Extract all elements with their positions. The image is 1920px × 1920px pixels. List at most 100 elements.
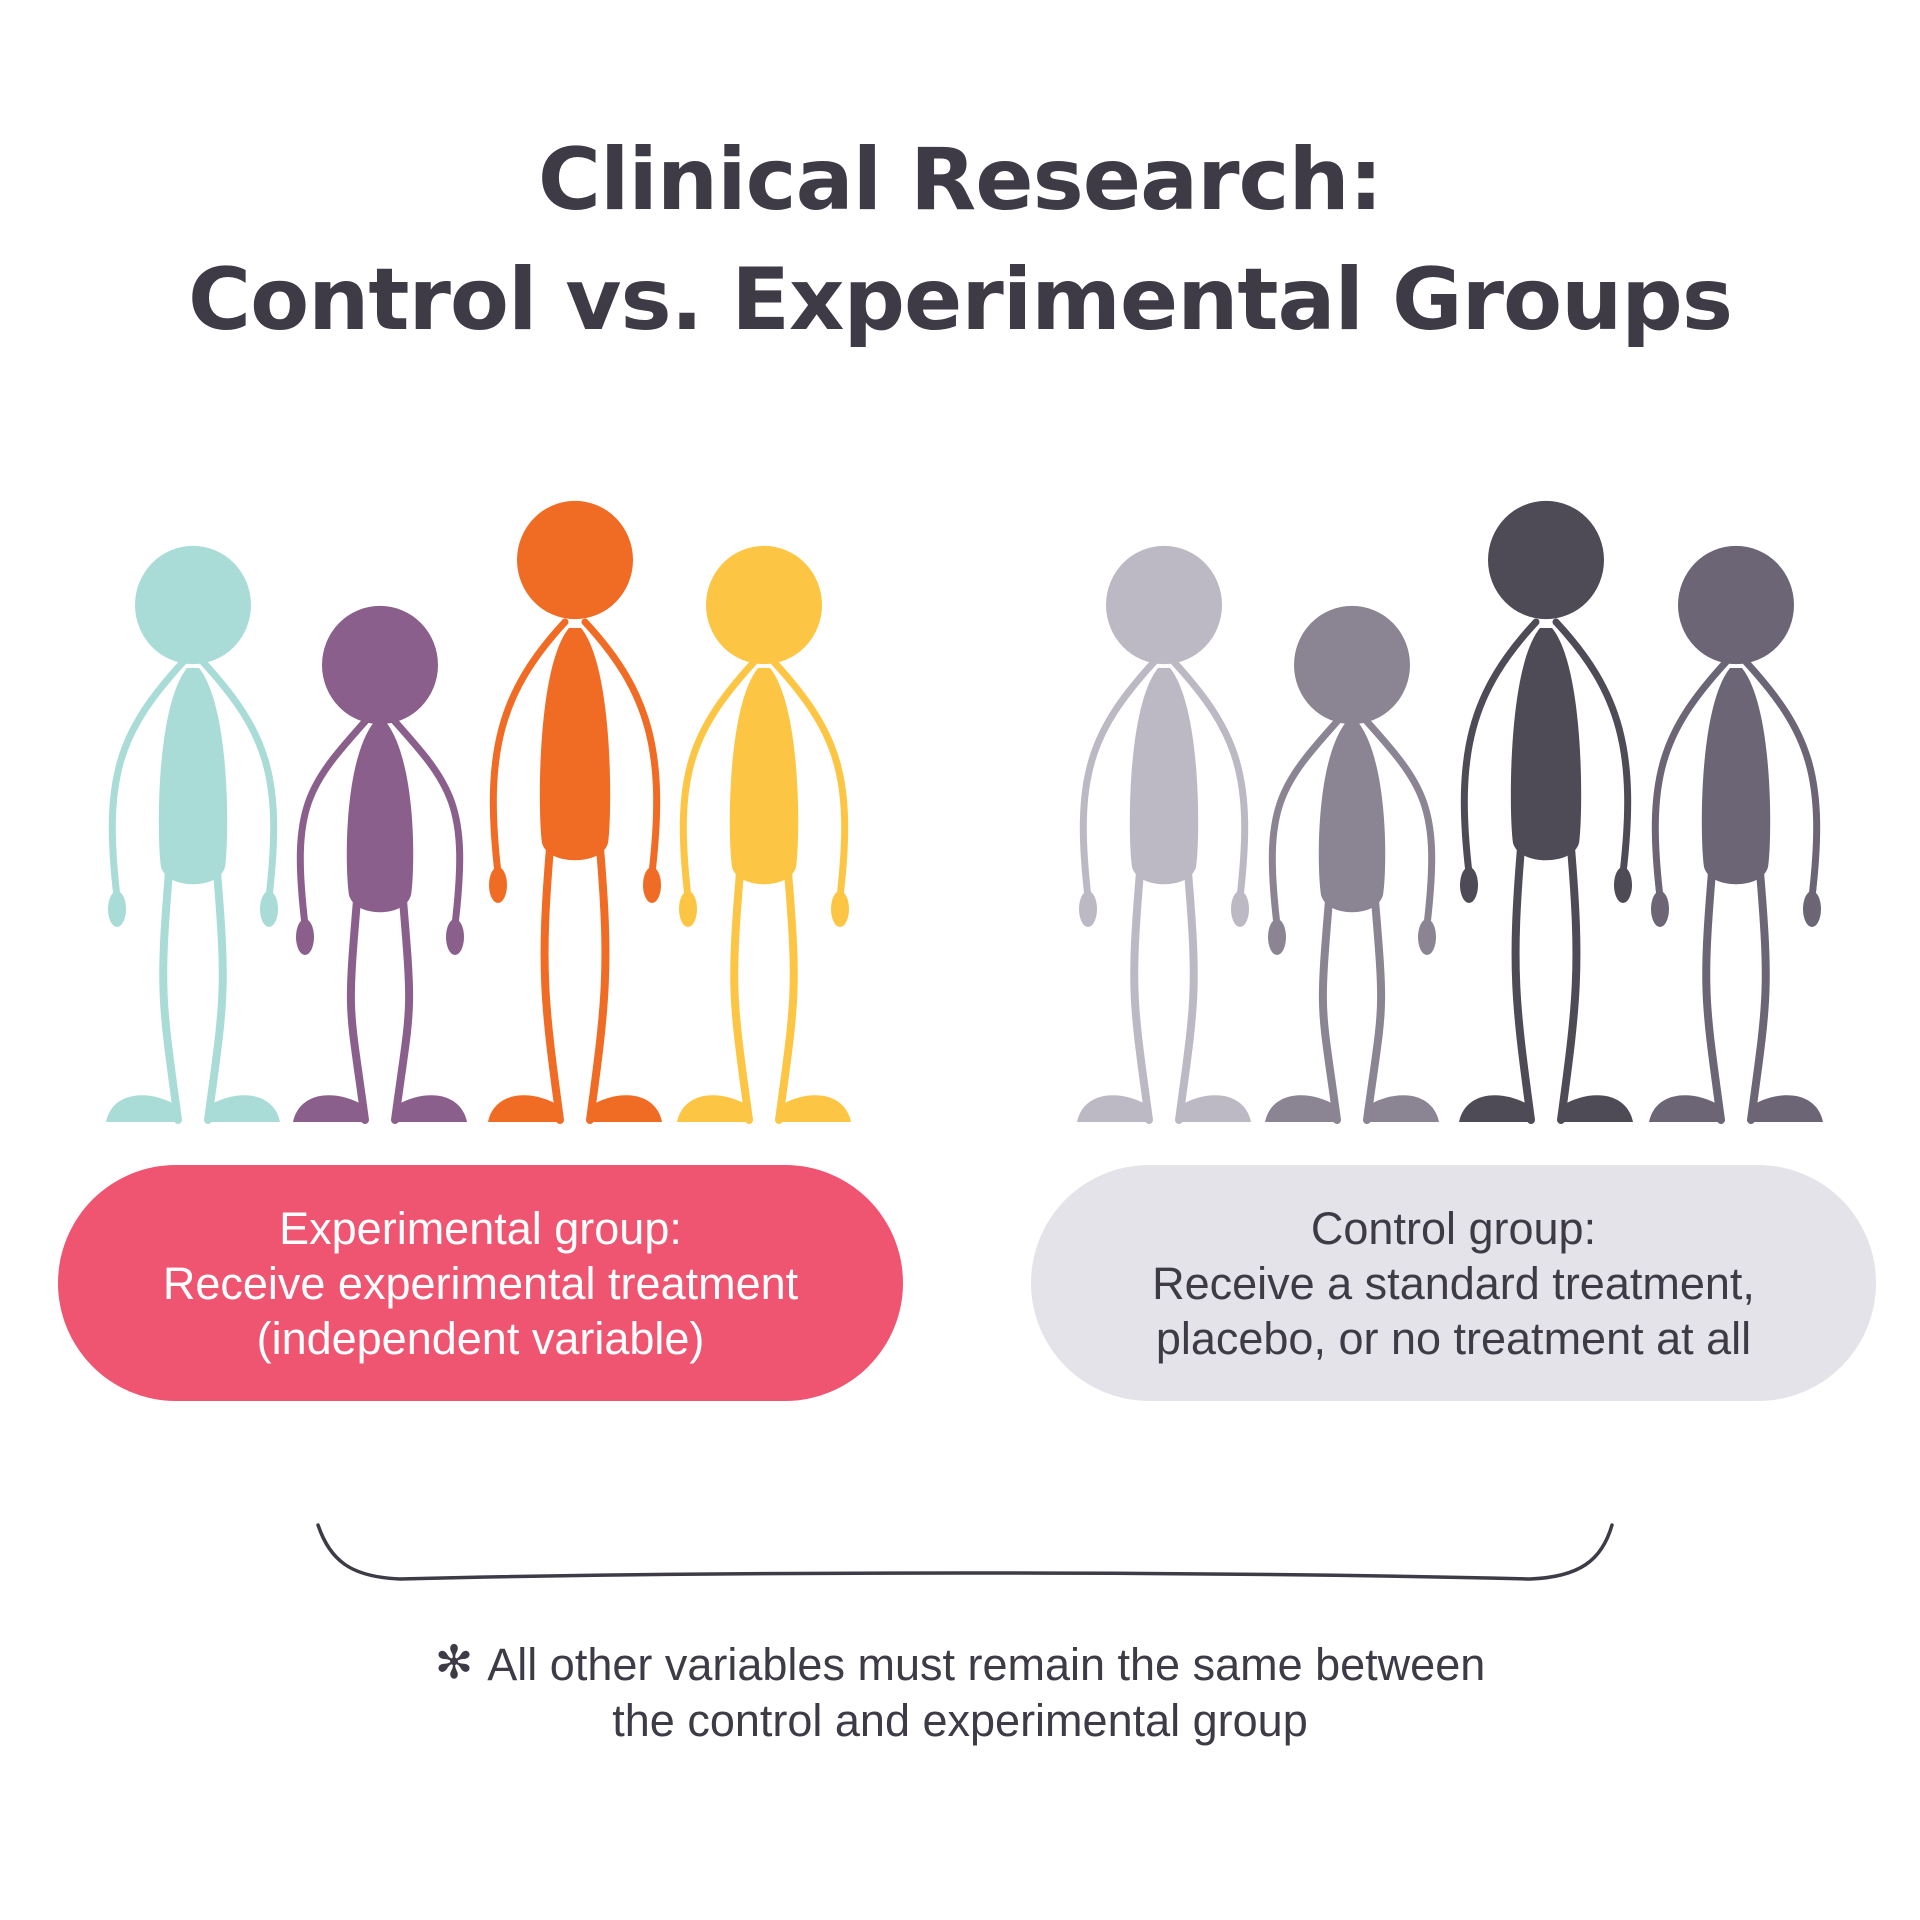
person-arm — [1742, 658, 1821, 901]
person-head — [1106, 545, 1222, 665]
person-hand — [1231, 891, 1249, 927]
person-foot — [1077, 1095, 1149, 1122]
person-hand — [643, 867, 661, 903]
person-leg — [391, 896, 414, 1124]
person-arm — [1170, 658, 1249, 901]
person-leg — [204, 868, 227, 1124]
person-arm — [581, 618, 661, 877]
person-foot — [779, 1095, 851, 1122]
person-figure — [677, 545, 851, 1124]
person-torso — [729, 668, 799, 885]
person-foot — [208, 1095, 280, 1122]
person-foot — [395, 1095, 467, 1122]
person-hand — [1651, 891, 1669, 927]
person-hand — [446, 919, 464, 955]
person-figure — [1077, 545, 1251, 1124]
person-foot — [488, 1095, 560, 1122]
person-arm — [679, 658, 758, 901]
control-group-description-1: Receive a standard treatment, — [1152, 1257, 1755, 1309]
control-group-box: Control group: Receive a standard treatm… — [1031, 1165, 1876, 1401]
person-arm — [1460, 618, 1540, 877]
person-head — [517, 500, 633, 620]
person-foot — [1367, 1095, 1439, 1122]
person-head — [135, 545, 251, 665]
person-hand — [260, 891, 278, 927]
person-leg — [775, 868, 798, 1124]
person-head — [1488, 500, 1604, 620]
person-leg — [730, 868, 753, 1124]
footnote-line-2: the control and experimental group — [612, 1695, 1308, 1746]
control-group-label: Control group: — [1310, 1202, 1597, 1254]
person-hand — [1079, 891, 1097, 927]
person-torso — [1510, 628, 1582, 861]
person-arm — [199, 658, 278, 901]
person-torso — [158, 668, 228, 885]
person-hand — [1268, 919, 1286, 955]
person-figure — [293, 605, 467, 1124]
person-leg — [1702, 868, 1725, 1124]
title-line-2: Control vs. Experimental Groups — [187, 250, 1733, 350]
person-hand — [831, 891, 849, 927]
page-title: Clinical Research: Control vs. Experimen… — [0, 120, 1920, 360]
person-hand — [1460, 867, 1478, 903]
person-hand — [679, 891, 697, 927]
person-leg — [540, 844, 564, 1124]
person-hand — [296, 919, 314, 955]
person-figure — [1265, 605, 1439, 1124]
person-hand — [489, 867, 507, 903]
person-arm — [770, 658, 849, 901]
experimental-group-label: Experimental group: — [279, 1202, 682, 1254]
experimental-group-description-2: (independent variable) — [256, 1312, 705, 1364]
people-illustration — [106, 500, 1823, 1124]
person-foot — [106, 1095, 178, 1122]
person-leg — [1130, 868, 1153, 1124]
person-head — [1294, 605, 1410, 725]
person-arm — [386, 712, 464, 929]
person-foot — [1561, 1095, 1633, 1122]
person-leg — [1363, 896, 1386, 1124]
person-leg — [1511, 844, 1535, 1124]
person-torso — [1318, 722, 1386, 913]
footnote-line-1: All other variables must remain the same… — [487, 1639, 1486, 1690]
person-foot — [1265, 1095, 1337, 1122]
person-leg — [1747, 868, 1770, 1124]
experimental-group-box: Experimental group: Receive experimental… — [58, 1165, 903, 1401]
person-arm — [489, 618, 569, 877]
person-arm — [108, 658, 187, 901]
person-hand — [108, 891, 126, 927]
footnote: ✻All other variables must remain the sam… — [0, 1636, 1920, 1749]
person-arm — [1358, 712, 1436, 929]
person-leg — [1557, 844, 1581, 1124]
person-foot — [1649, 1095, 1721, 1122]
person-head — [706, 545, 822, 665]
person-leg — [1318, 896, 1341, 1124]
person-leg — [346, 896, 369, 1124]
person-figure — [1459, 500, 1633, 1124]
person-foot — [1751, 1095, 1823, 1122]
person-arm — [296, 712, 374, 929]
person-foot — [1179, 1095, 1251, 1122]
person-torso — [346, 722, 414, 913]
person-foot — [590, 1095, 662, 1122]
brace-connector — [316, 1523, 1614, 1581]
person-torso — [539, 628, 611, 861]
person-foot — [677, 1095, 749, 1122]
person-torso — [1701, 668, 1771, 885]
title-line-1: Clinical Research: — [537, 130, 1383, 230]
person-hand — [1803, 891, 1821, 927]
person-arm — [1552, 618, 1632, 877]
person-arm — [1079, 658, 1158, 901]
person-foot — [293, 1095, 365, 1122]
person-head — [322, 605, 438, 725]
person-figure — [488, 500, 662, 1124]
person-leg — [586, 844, 610, 1124]
control-group-description-2: placebo, or no treatment at all — [1155, 1312, 1752, 1364]
person-foot — [1459, 1095, 1531, 1122]
person-hand — [1418, 919, 1436, 955]
person-torso — [1129, 668, 1199, 885]
person-arm — [1268, 712, 1346, 929]
person-head — [1678, 545, 1794, 665]
person-arm — [1651, 658, 1730, 901]
person-leg — [159, 868, 182, 1124]
person-figure — [106, 545, 280, 1124]
